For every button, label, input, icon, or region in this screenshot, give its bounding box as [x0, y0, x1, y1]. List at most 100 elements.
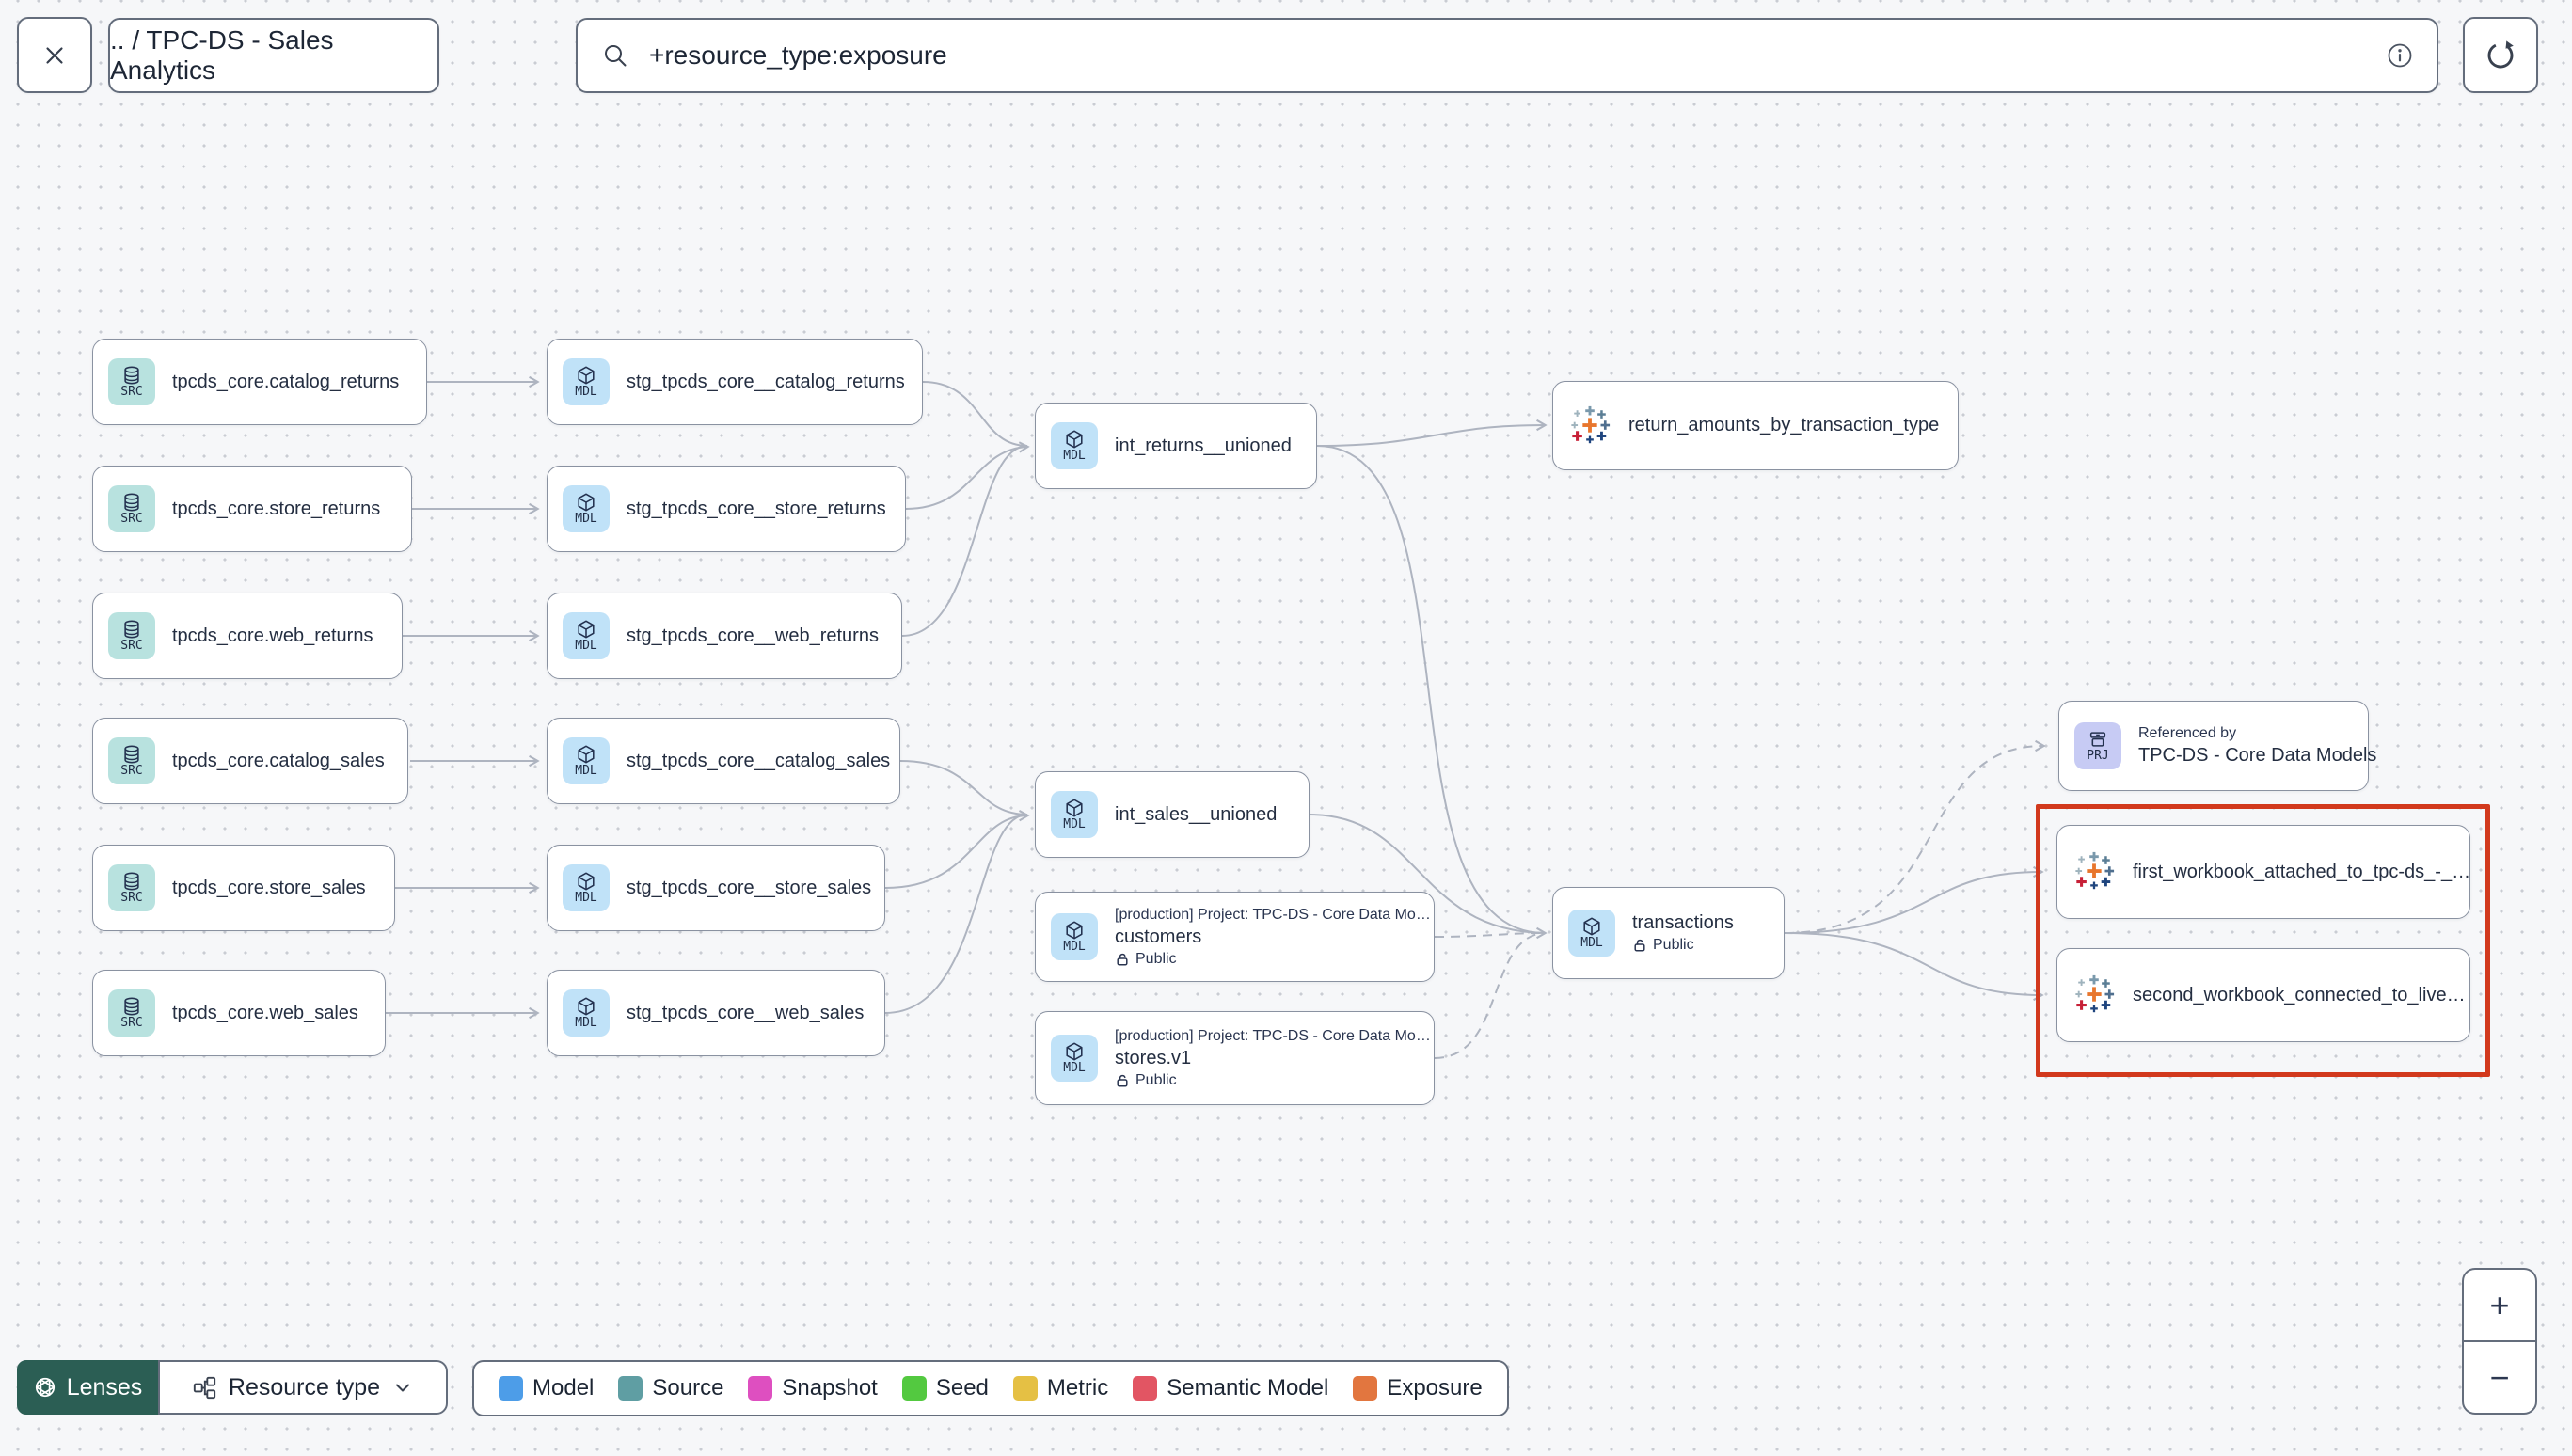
project-badge: PRJ — [2074, 722, 2121, 769]
cube-icon — [1066, 921, 1083, 940]
legend-swatch-metric — [1012, 1376, 1038, 1401]
node-transactions[interactable]: MDL transactions Public — [1552, 887, 1785, 979]
source-badge: SRC — [108, 485, 155, 532]
legend-swatch-snapshot — [748, 1376, 773, 1401]
node-source-catalog-sales[interactable]: SRC tpcds_core.catalog_sales — [92, 718, 408, 804]
refresh-icon — [2487, 40, 2514, 68]
model-badge: MDL — [1051, 1035, 1098, 1082]
database-icon — [124, 997, 139, 1016]
model-badge: MDL — [563, 485, 610, 532]
aperture-icon — [35, 1377, 55, 1398]
visibility-row: Public — [1632, 937, 1734, 954]
node-project-meta: [production] Project: TPC-DS - Core Data… — [1115, 1027, 1431, 1044]
legend-swatch-semantic-model — [1133, 1376, 1158, 1401]
node-int-returns-unioned[interactable]: MDL int_returns__unioned — [1035, 403, 1317, 489]
database-icon — [124, 872, 139, 891]
source-badge: SRC — [108, 358, 155, 405]
database-icon — [124, 493, 139, 512]
legend-item-seed: Seed — [901, 1375, 989, 1401]
chevron-down-icon — [396, 1384, 410, 1392]
cube-icon — [578, 745, 595, 764]
node-source-store-sales[interactable]: SRC tpcds_core.store_sales — [92, 845, 395, 931]
model-badge: MDL — [563, 737, 610, 784]
cube-icon — [578, 620, 595, 639]
database-icon — [124, 366, 139, 385]
model-badge: MDL — [1051, 791, 1098, 838]
tableau-icon — [1571, 405, 1611, 443]
cube-icon — [578, 366, 595, 385]
resource-type-legend: Model Source Snapshot Seed Metric Semant… — [472, 1360, 1509, 1416]
model-badge: MDL — [563, 612, 610, 659]
source-badge: SRC — [108, 989, 155, 1037]
search-input[interactable] — [647, 40, 2369, 71]
cube-icon — [578, 493, 595, 512]
legend-swatch-source — [618, 1376, 643, 1401]
database-icon — [124, 745, 139, 764]
close-button[interactable] — [17, 17, 92, 93]
node-stg-catalog-returns[interactable]: MDL stg_tpcds_core__catalog_returns — [547, 339, 923, 425]
model-badge: MDL — [563, 358, 610, 405]
search-bar[interactable] — [576, 18, 2438, 93]
node-referenced-by-project[interactable]: PRJ Referenced by TPC-DS - Core Data Mod… — [2058, 701, 2376, 791]
model-badge: MDL — [563, 989, 610, 1037]
node-exposure-first-workbook[interactable]: first_workbook_attached_to_tpc-ds_-_… — [2056, 825, 2470, 919]
legend-item-semantic-model: Semantic Model — [1133, 1375, 1328, 1401]
model-badge: MDL — [563, 864, 610, 911]
node-stores-v1[interactable]: MDL [production] Project: TPC-DS - Core … — [1035, 1011, 1435, 1105]
legend-swatch-exposure — [1353, 1376, 1378, 1401]
node-int-sales-unioned[interactable]: MDL int_sales__unioned — [1035, 771, 1310, 858]
visibility-row: Public — [1115, 1072, 1421, 1089]
node-customers[interactable]: MDL [production] Project: TPC-DS - Core … — [1035, 892, 1435, 982]
source-badge: SRC — [108, 864, 155, 911]
source-badge: SRC — [108, 737, 155, 784]
legend-item-source: Source — [618, 1375, 723, 1401]
model-badge: MDL — [1051, 913, 1098, 960]
node-source-web-sales[interactable]: SRC tpcds_core.web_sales — [92, 970, 386, 1056]
lens-selector-dropdown[interactable]: Resource type — [158, 1360, 448, 1415]
cube-icon — [578, 872, 595, 891]
cube-icon — [1583, 917, 1600, 936]
legend-item-exposure: Exposure — [1353, 1375, 1483, 1401]
cube-icon — [1066, 1042, 1083, 1061]
cube-icon — [1066, 799, 1083, 817]
visibility-row: Public — [1115, 951, 1421, 968]
highlight-annotation-rect — [2036, 804, 2490, 1077]
tableau-icon — [2075, 851, 2115, 890]
legend-swatch-seed — [901, 1376, 927, 1401]
legend-swatch-model — [499, 1376, 523, 1401]
node-source-web-returns[interactable]: SRC tpcds_core.web_returns — [92, 593, 403, 679]
refresh-button[interactable] — [2463, 17, 2538, 93]
source-badge: SRC — [108, 612, 155, 659]
lock-open-icon — [1634, 939, 1645, 952]
cube-icon — [578, 997, 595, 1016]
lock-open-icon — [1117, 1074, 1128, 1087]
legend-item-metric: Metric — [1012, 1375, 1108, 1401]
tableau-icon — [2075, 974, 2115, 1013]
node-stg-web-sales[interactable]: MDL stg_tpcds_core__web_sales — [547, 970, 885, 1056]
zoom-in-button[interactable]: + — [2489, 1285, 2510, 1324]
model-badge: MDL — [1568, 910, 1615, 957]
breadcrumb[interactable]: .. / TPC-DS - Sales Analytics — [108, 18, 439, 93]
archive-box-icon — [2089, 732, 2106, 747]
node-stg-catalog-sales[interactable]: MDL stg_tpcds_core__catalog_sales — [547, 718, 900, 804]
search-icon — [605, 45, 627, 67]
zoom-out-button[interactable]: − — [2464, 1340, 2535, 1413]
node-exposure-return-amounts[interactable]: return_amounts_by_transaction_type — [1552, 381, 1959, 470]
node-stg-store-returns[interactable]: MDL stg_tpcds_core__store_returns — [547, 466, 906, 552]
lenses-button[interactable]: Lenses — [17, 1360, 158, 1415]
node-stg-store-sales[interactable]: MDL stg_tpcds_core__store_sales — [547, 845, 885, 931]
legend-item-model: Model — [499, 1375, 594, 1401]
close-icon — [46, 46, 63, 64]
model-badge: MDL — [1051, 422, 1098, 469]
info-icon[interactable] — [2386, 41, 2414, 70]
resource-type-icon — [193, 1376, 216, 1399]
node-source-store-returns[interactable]: SRC tpcds_core.store_returns — [92, 466, 412, 552]
database-icon — [124, 620, 139, 639]
node-source-catalog-returns[interactable]: SRC tpcds_core.catalog_returns — [92, 339, 427, 425]
legend-item-snapshot: Snapshot — [748, 1375, 878, 1401]
lock-open-icon — [1117, 953, 1128, 966]
node-stg-web-returns[interactable]: MDL stg_tpcds_core__web_returns — [547, 593, 902, 679]
cube-icon — [1066, 430, 1083, 449]
node-exposure-second-workbook[interactable]: second_workbook_connected_to_live… — [2056, 948, 2470, 1042]
